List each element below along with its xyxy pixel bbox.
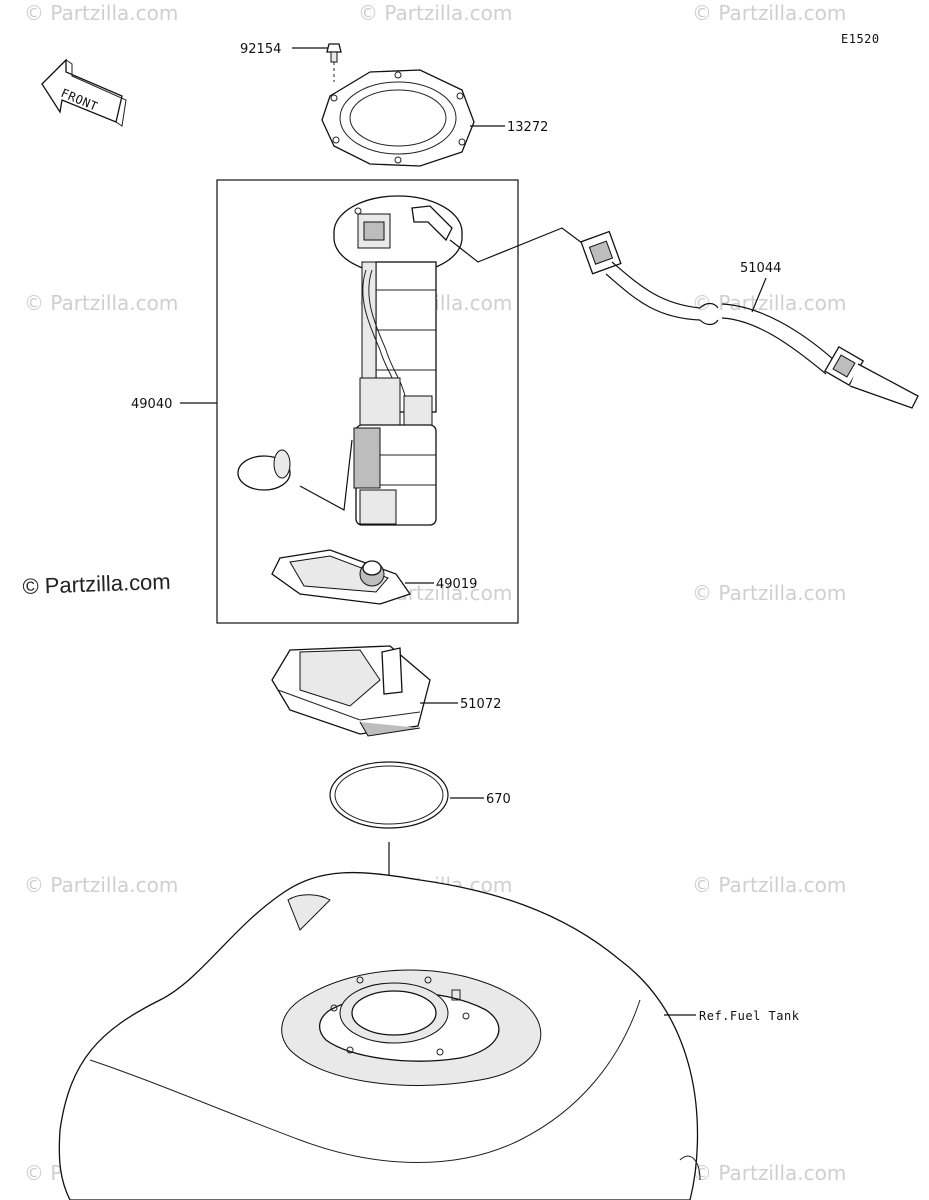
diagram-code: E1520	[841, 32, 880, 46]
part-49019-filter[interactable]	[271, 549, 412, 605]
part-13272-gasket[interactable]	[321, 69, 475, 167]
watermark: © Partzilla.com	[692, 873, 846, 897]
watermark: © Partzilla.com	[692, 1, 846, 25]
part-92154-bolt[interactable]	[326, 43, 342, 82]
part-51072-bracket[interactable]	[271, 645, 431, 737]
watermark: © Partzilla.com	[692, 581, 846, 605]
watermark: © Partzilla.com	[692, 1161, 846, 1185]
label-92154[interactable]: 92154	[240, 42, 281, 57]
label-ref-fuel-tank[interactable]: Ref.Fuel Tank	[699, 1009, 800, 1023]
label-670[interactable]: 670	[486, 792, 511, 807]
label-13272[interactable]: 13272	[507, 120, 548, 135]
label-49040[interactable]: 49040	[131, 397, 172, 412]
ref-fuel-tank[interactable]	[58, 871, 701, 1200]
label-49019[interactable]: 49019	[436, 577, 477, 592]
part-670-oring[interactable]	[329, 761, 449, 829]
watermark: © Partzilla.com	[358, 1, 512, 25]
front-arrow: FRONT	[41, 58, 127, 127]
part-51044-hose[interactable]	[449, 227, 919, 409]
assembly-49040-box	[216, 179, 519, 624]
label-51044[interactable]: 51044	[740, 261, 781, 276]
watermark: © Partzilla.com	[692, 291, 846, 315]
part-49040-fuel-pump[interactable]	[237, 195, 463, 526]
copyright-notice: © Partzilla.com	[22, 568, 172, 599]
watermark: © Partzilla.com	[24, 1, 178, 25]
leader-51044	[751, 277, 767, 313]
label-51072[interactable]: 51072	[460, 697, 501, 712]
watermark: © Partzilla.com	[24, 291, 178, 315]
watermark: © Partzilla.com	[24, 873, 178, 897]
